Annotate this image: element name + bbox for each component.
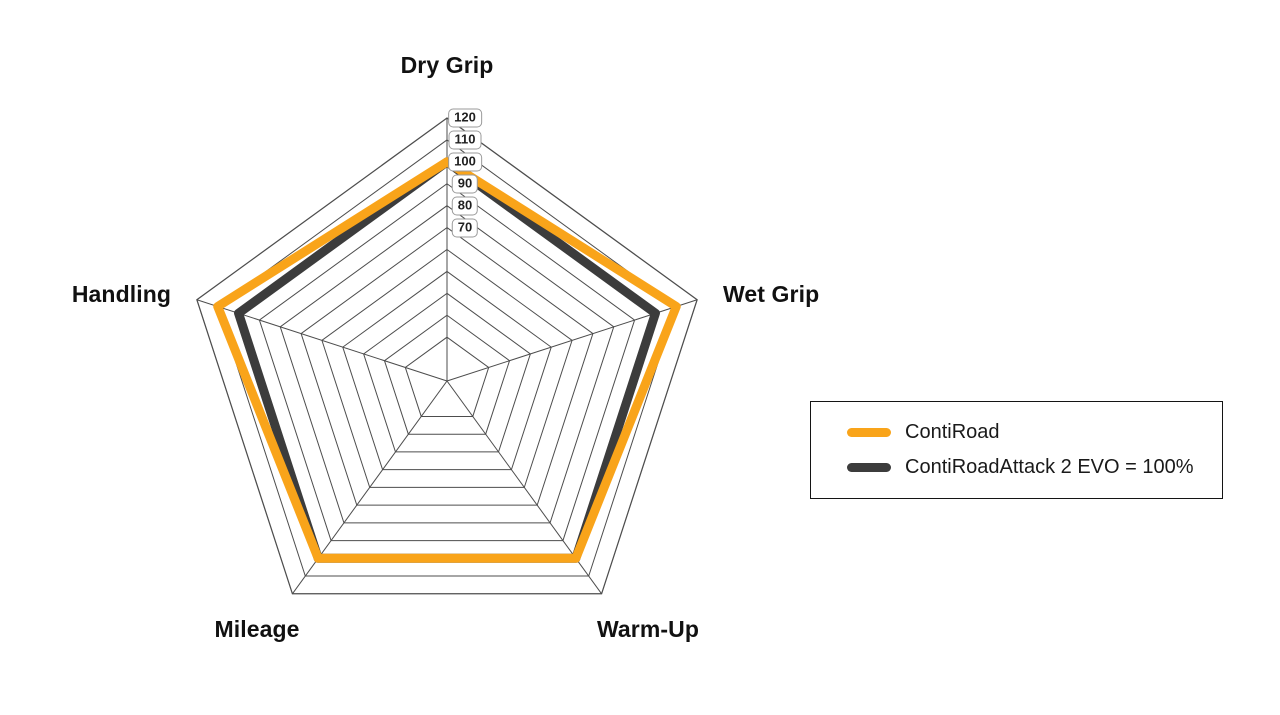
radial-tick-70: 70: [451, 218, 479, 238]
legend-item-label: ContiRoadAttack 2 EVO = 100%: [905, 456, 1194, 478]
axis-label-handling: Handling: [71, 281, 171, 307]
grid-ring: [342, 270, 552, 471]
radial-tick-120: 120: [448, 108, 482, 128]
grid-ring: [404, 336, 490, 417]
legend-item[interactable]: ContiRoadAttack 2 EVO = 100%: [847, 454, 1194, 480]
legend-swatch-icon: [847, 462, 891, 472]
grid-ring: [196, 117, 698, 595]
axis-label-mileage: Mileage: [214, 616, 300, 642]
axis-label-warm-up: Warm-Up: [596, 616, 700, 642]
radar-series: [213, 157, 681, 563]
grid-ring: [279, 205, 615, 524]
grid-ring: [363, 292, 531, 453]
grid-ring: [383, 314, 511, 435]
grid-ring: [258, 183, 636, 542]
series-polygon: [213, 157, 681, 563]
radial-tick-80: 80: [451, 196, 479, 216]
grid-ring: [321, 248, 573, 488]
legend-swatch-icon: [847, 427, 891, 437]
grid-ring: [300, 226, 594, 506]
legend-item[interactable]: ContiRoad: [847, 419, 1194, 445]
axis-label-dry-grip: Dry Grip: [400, 52, 494, 78]
radial-tick-100: 100: [448, 152, 482, 172]
axis-label-wet-grip: Wet Grip: [723, 281, 820, 307]
legend-item-label: ContiRoad: [905, 421, 1000, 443]
radial-tick-90: 90: [451, 174, 479, 194]
radial-tick-110: 110: [448, 130, 482, 150]
